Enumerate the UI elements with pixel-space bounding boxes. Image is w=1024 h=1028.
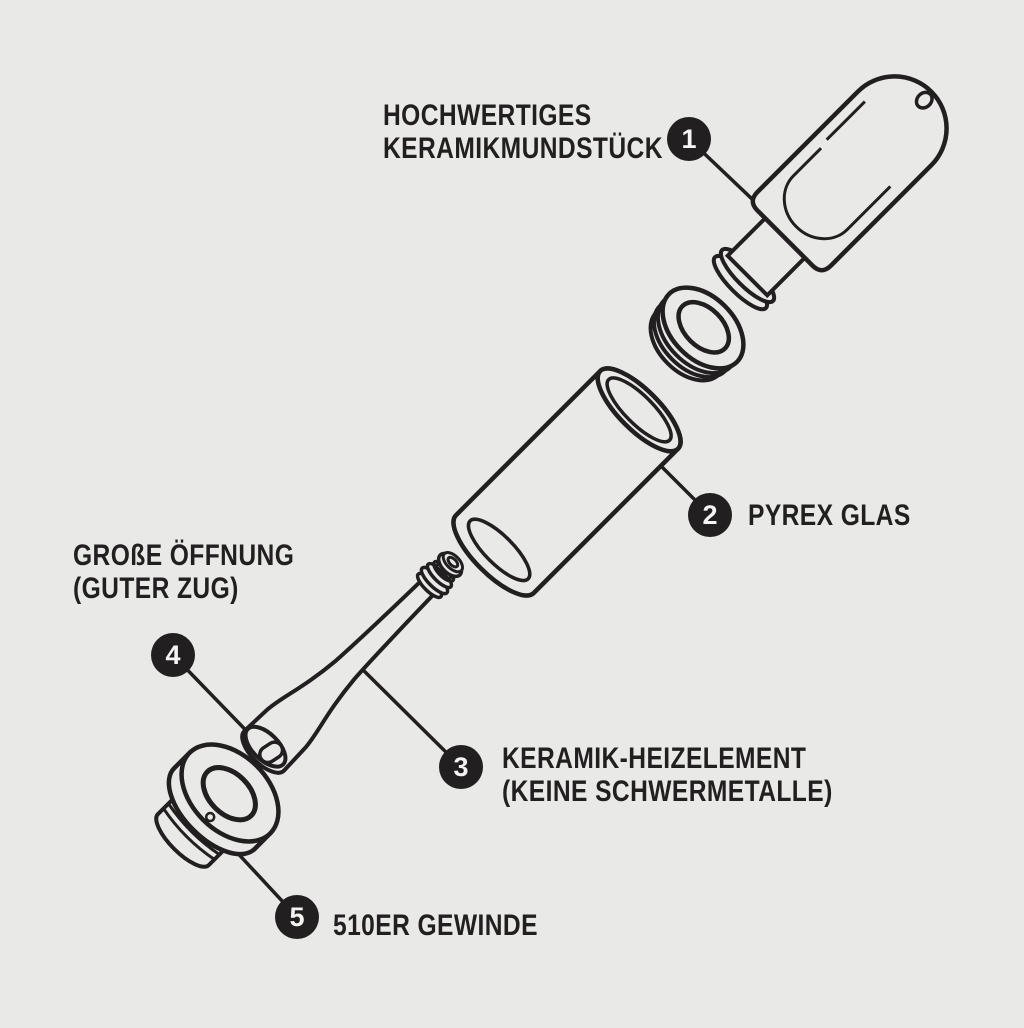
label-mouthpiece-line1: HOCHWERTIGES xyxy=(383,99,592,132)
label-heating-element-line2: (KEINE SCHWERMETALLE) xyxy=(502,775,833,808)
base-center-hole xyxy=(200,765,258,823)
base-thread-drawing xyxy=(154,742,281,869)
mouthpiece-inner-line-end xyxy=(782,147,892,241)
part-number-badge-2: 2 xyxy=(688,493,732,537)
seal-ring-drawing xyxy=(648,285,746,383)
glass-tube-rim-inner xyxy=(605,376,673,444)
part-number-badge-5: 5 xyxy=(275,895,319,939)
label-pyrex-glass-line1: PYREX GLAS xyxy=(748,499,911,532)
part-number-badge-1: 1 xyxy=(667,117,711,161)
mouthpiece-air-hole xyxy=(914,90,934,110)
badge-number-3: 3 xyxy=(453,751,469,782)
heating-element-drawing xyxy=(240,550,465,775)
label-opening: GROßE ÖFFNUNG (GUTER ZUG) xyxy=(73,539,294,605)
glass-tube-far-opening xyxy=(466,517,532,583)
label-opening-line1: GROßE ÖFFNUNG xyxy=(73,539,295,572)
mouthpiece-body-outline xyxy=(750,74,949,273)
airflow-opening-hole xyxy=(258,740,285,765)
mouthpiece-inner-line-left xyxy=(825,100,866,141)
leader-line-3 xyxy=(353,660,463,769)
label-mouthpiece-line2: KERAMIKMUNDSTÜCK xyxy=(383,132,663,165)
badge-number-5: 5 xyxy=(289,901,305,932)
label-heating-element: KERAMIK-HEIZELEMENT (KEINE SCHWERMETALLE… xyxy=(502,742,833,808)
part-number-badge-3: 3 xyxy=(439,745,483,789)
badge-number-4: 4 xyxy=(165,639,181,670)
heating-element-shaft xyxy=(240,570,445,775)
seal-ring-hole xyxy=(676,299,732,355)
badge-number-2: 2 xyxy=(702,499,718,530)
base-side-dot xyxy=(204,811,216,823)
label-thread-line1: 510ER GEWINDE xyxy=(333,909,538,942)
mouthpiece-drawing xyxy=(711,74,949,312)
glass-tube-drawing xyxy=(451,366,683,598)
label-thread: 510ER GEWINDE xyxy=(333,909,538,942)
label-heating-element-line1: KERAMIK-HEIZELEMENT xyxy=(502,742,807,775)
badge-number-1: 1 xyxy=(681,123,697,154)
label-mouthpiece: HOCHWERTIGES KERAMIKMUNDSTÜCK xyxy=(383,99,663,165)
part-number-badge-4: 4 xyxy=(151,633,195,677)
label-opening-line2: (GUTER ZUG) xyxy=(73,572,239,605)
label-pyrex-glass: PYREX GLAS xyxy=(748,499,911,532)
heating-element-tip-hole xyxy=(446,555,460,569)
